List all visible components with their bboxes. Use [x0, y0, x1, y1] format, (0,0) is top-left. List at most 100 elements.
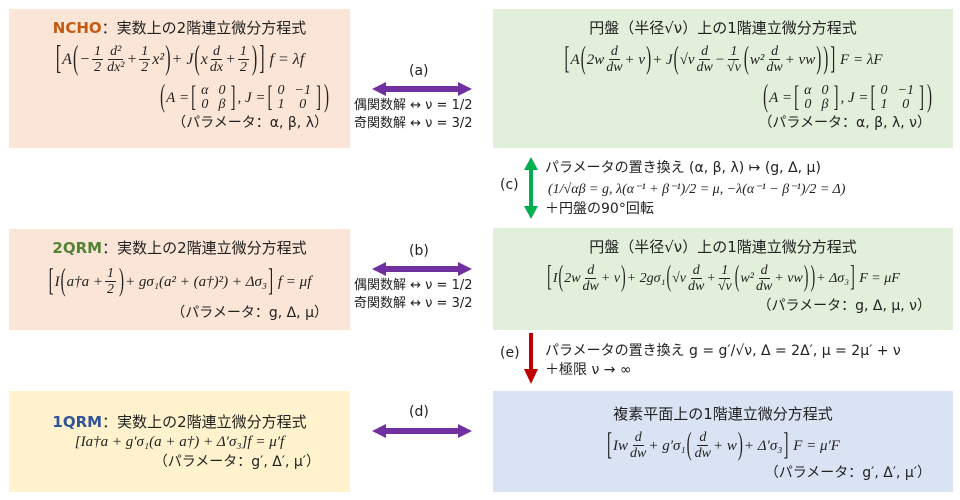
math-term: x² — [152, 51, 165, 69]
numerator: d — [758, 263, 770, 280]
qrm1-name: 1QRM — [52, 413, 103, 431]
link-c-line1: パラメータの置き換え (α, β, λ) ↦ (g, Δ, μ) — [545, 160, 821, 176]
bracket: ( — [743, 42, 749, 77]
numerator: 1 — [139, 44, 151, 61]
math-term: 2w — [586, 51, 605, 68]
denominator: 2 — [107, 282, 114, 298]
math-term: √ν — [679, 51, 695, 68]
bracket: [ — [547, 262, 552, 295]
numerator: 1 — [105, 266, 116, 283]
math-term: √ν — [672, 271, 687, 287]
math-term: w² — [749, 51, 765, 68]
disk1-title: 円盤（半径√ν）上の1階連立微分方程式 — [589, 19, 857, 37]
bracket: ) — [803, 262, 809, 295]
matrix-cell: −1 — [897, 82, 914, 98]
math-term: Iw — [613, 437, 629, 454]
bracket: ( — [763, 80, 769, 115]
math-term: + ν — [624, 51, 646, 68]
matrix-cell: 1 — [277, 96, 285, 112]
bracket: [ — [191, 81, 197, 114]
numerator: d — [210, 44, 222, 61]
math-term: [Ia†a + g′σ₁(a + a†) + Δ′σ₃]f = μ′f — [74, 434, 285, 450]
qrm1-title: 1QRM：実数上の2階連立微分方程式 — [9, 411, 350, 432]
bracket: ] — [783, 428, 789, 463]
bracket: ] — [316, 81, 321, 114]
numerator: d — [699, 44, 711, 61]
denominator: dw — [755, 279, 773, 295]
bracket: ] — [919, 81, 924, 114]
matrix-cell: 1 — [880, 96, 888, 112]
math-term: − — [79, 51, 91, 69]
qrm2-title-text: ：実数上の2階連立微分方程式 — [102, 239, 307, 257]
denominator: √ν — [726, 60, 741, 76]
math-term: f = μf — [274, 273, 312, 290]
matrix-cell: β — [218, 96, 226, 112]
disk2-params: （パラメータ：g, Δ, μ, ν） — [757, 297, 931, 314]
denominator: 2 — [239, 60, 247, 76]
math-term: + w — [712, 437, 737, 454]
bracket: ( — [686, 428, 692, 463]
bracket: ) — [119, 264, 124, 299]
numerator: d — [585, 263, 597, 280]
link-e-label: (e) — [500, 345, 520, 361]
ncho-params: （パラメータ：α, β, λ） — [172, 114, 328, 131]
math-term: + J — [652, 51, 673, 68]
math-term: + Δσ₃ — [816, 271, 850, 287]
complex-params: （パラメータ：g′, Δ′, μ′） — [764, 464, 931, 481]
matrix-cell: 0 — [880, 82, 888, 98]
numerator: 1 — [719, 263, 731, 280]
math-term: F = λF — [836, 51, 883, 68]
bracket: ] — [230, 81, 236, 114]
denominator: dw — [694, 446, 711, 462]
double-arrow-d — [372, 424, 472, 438]
bracket: ( — [734, 262, 740, 295]
math-term: + νw — [774, 271, 803, 287]
bracket: ] — [259, 41, 265, 78]
disk1-params: （パラメータ：α, β, λ, ν） — [758, 114, 931, 131]
qrm2-name: 2QRM — [52, 239, 103, 257]
math-term: A = — [166, 89, 190, 106]
double-arrow-c — [524, 157, 538, 219]
bracket: ( — [72, 41, 79, 78]
link-c-line2: (1/√αβ = g, λ(α⁻¹ + β⁻¹)/2 = μ, −λ(α⁻¹ −… — [548, 182, 846, 197]
math-term: + — [706, 271, 716, 287]
math-term: + gσ₁(a² + (a†)²) + Δσ₃ — [125, 273, 268, 290]
link-a-label: (a) — [409, 63, 429, 79]
math-term: , J = — [840, 89, 869, 106]
math-term: + J — [171, 51, 194, 69]
bracket: [ — [48, 264, 54, 299]
math-term: A = — [769, 89, 793, 106]
matrix-cell: 0 — [299, 96, 307, 112]
bracket: ) — [810, 262, 816, 295]
numerator: 1 — [728, 44, 740, 61]
link-a-line2: 奇関数解 ↔ ν = 3/2 — [354, 116, 473, 131]
math-term: , J = — [237, 89, 266, 106]
qrm1-box: 1QRM：実数上の2階連立微分方程式 [Ia†a + g′σ₁(a + a†) … — [9, 391, 350, 492]
math-term: a†a + — [66, 273, 103, 290]
disk2-title: 円盤（半径√ν）上の1階連立微分方程式 — [589, 238, 857, 256]
qrm1-title-text: ：実数上の2階連立微分方程式 — [102, 413, 307, 431]
bracket: ( — [580, 42, 586, 77]
bracket: ( — [160, 80, 166, 115]
numerator: d — [690, 263, 702, 280]
link-e-line1: パラメータの置き換え g = g′/√ν, Δ = 2Δ′, μ = 2μ′ +… — [545, 343, 901, 359]
link-d-label: (d) — [409, 404, 429, 420]
